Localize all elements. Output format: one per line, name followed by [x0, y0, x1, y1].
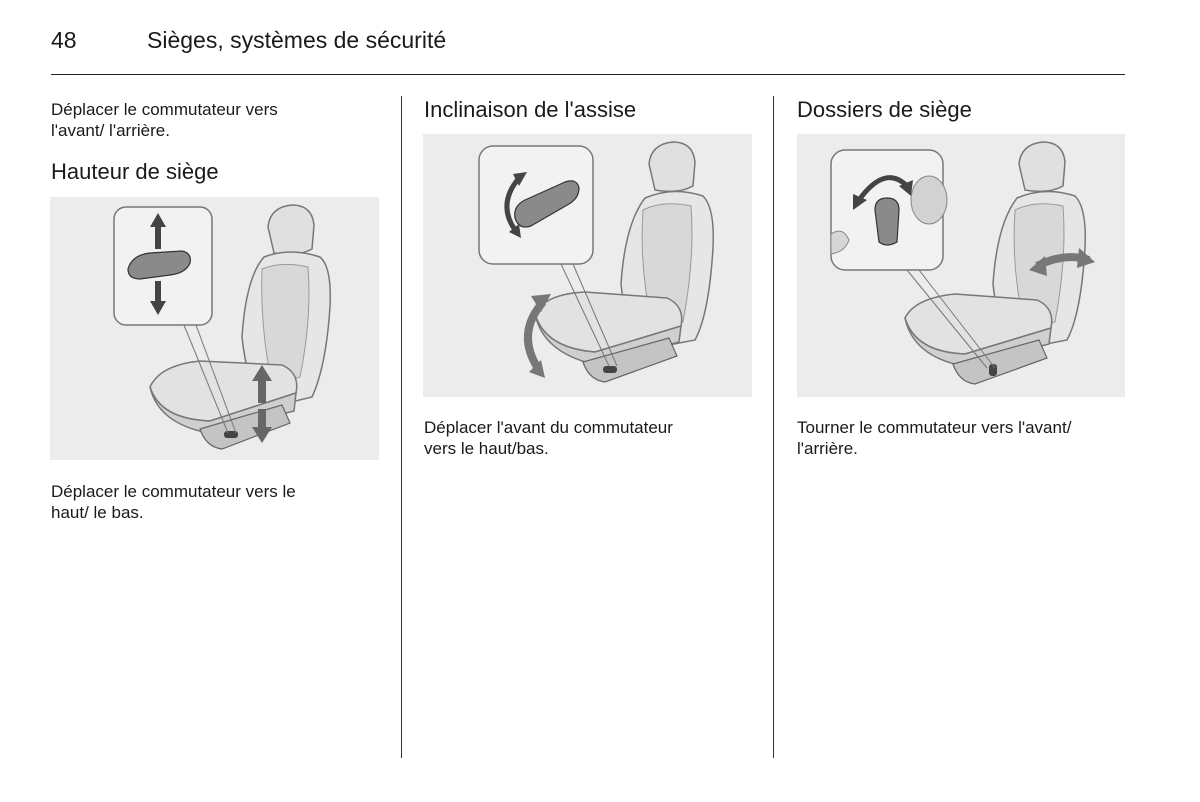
caption-seat-height-line-2: haut/ le bas. — [51, 503, 144, 522]
seat-backrest-illustration — [797, 134, 1125, 397]
caption-seat-backrest-line-2: l'arrière. — [797, 439, 858, 458]
section-heading-seat-height: Hauteur de siège — [51, 159, 219, 184]
column-divider-2 — [773, 96, 774, 758]
caption-seat-tilt-line-2: vers le haut/bas. — [424, 439, 549, 458]
intro-text-line-2: l'avant/ l'arrière. — [51, 121, 170, 140]
seat-height-illustration — [50, 197, 379, 460]
section-heading-seat-tilt: Inclinaison de l'assise — [424, 97, 637, 122]
header-rule — [51, 74, 1125, 75]
seat-tilt-illustration — [423, 134, 752, 397]
chapter-title: Sièges, systèmes de sécurité — [147, 27, 447, 53]
caption-seat-backrest-line-1: Tourner le commutateur vers l'avant/ — [797, 418, 1072, 437]
page-number: 48 — [51, 27, 77, 53]
intro-text-line-1: Déplacer le commutateur vers — [51, 100, 278, 119]
caption-seat-tilt-line-1: Déplacer l'avant du commutateur — [424, 418, 673, 437]
section-heading-seat-backrest: Dossiers de siège — [797, 97, 972, 122]
column-divider-1 — [401, 96, 402, 758]
caption-seat-height-line-1: Déplacer le commutateur vers le — [51, 482, 296, 501]
